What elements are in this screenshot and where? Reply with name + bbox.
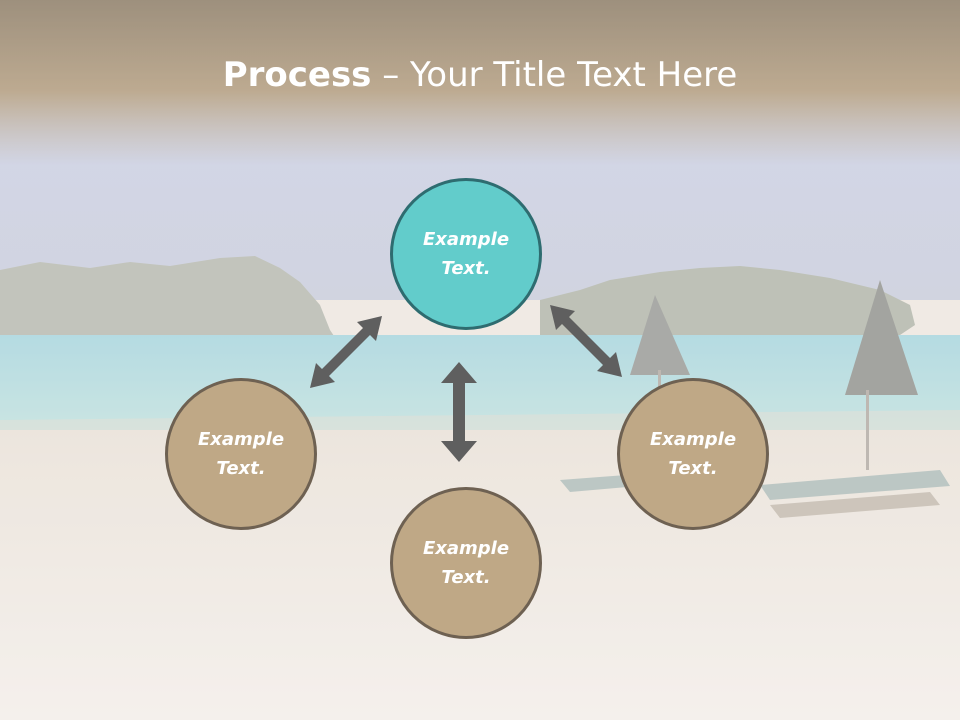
slide-title: Process – Your Title Text Here [0, 52, 960, 98]
node-right-line1: Example [649, 429, 737, 450]
node-bottom-line2: Text. [441, 567, 491, 588]
node-left-line1: Example [197, 429, 285, 450]
node-top-line2: Text. [441, 258, 491, 279]
node-top-line1: Example [422, 229, 510, 250]
double-arrow-right-icon [550, 305, 622, 377]
double-arrow-vertical-icon [441, 362, 477, 462]
title-bold: Process [222, 55, 372, 95]
double-arrow-left-icon [310, 316, 382, 388]
title-rest: – Your Title Text Here [371, 55, 738, 95]
node-left-line2: Text. [216, 458, 266, 479]
node-right-line2: Text. [668, 458, 718, 479]
node-bottom-line1: Example [422, 538, 510, 559]
